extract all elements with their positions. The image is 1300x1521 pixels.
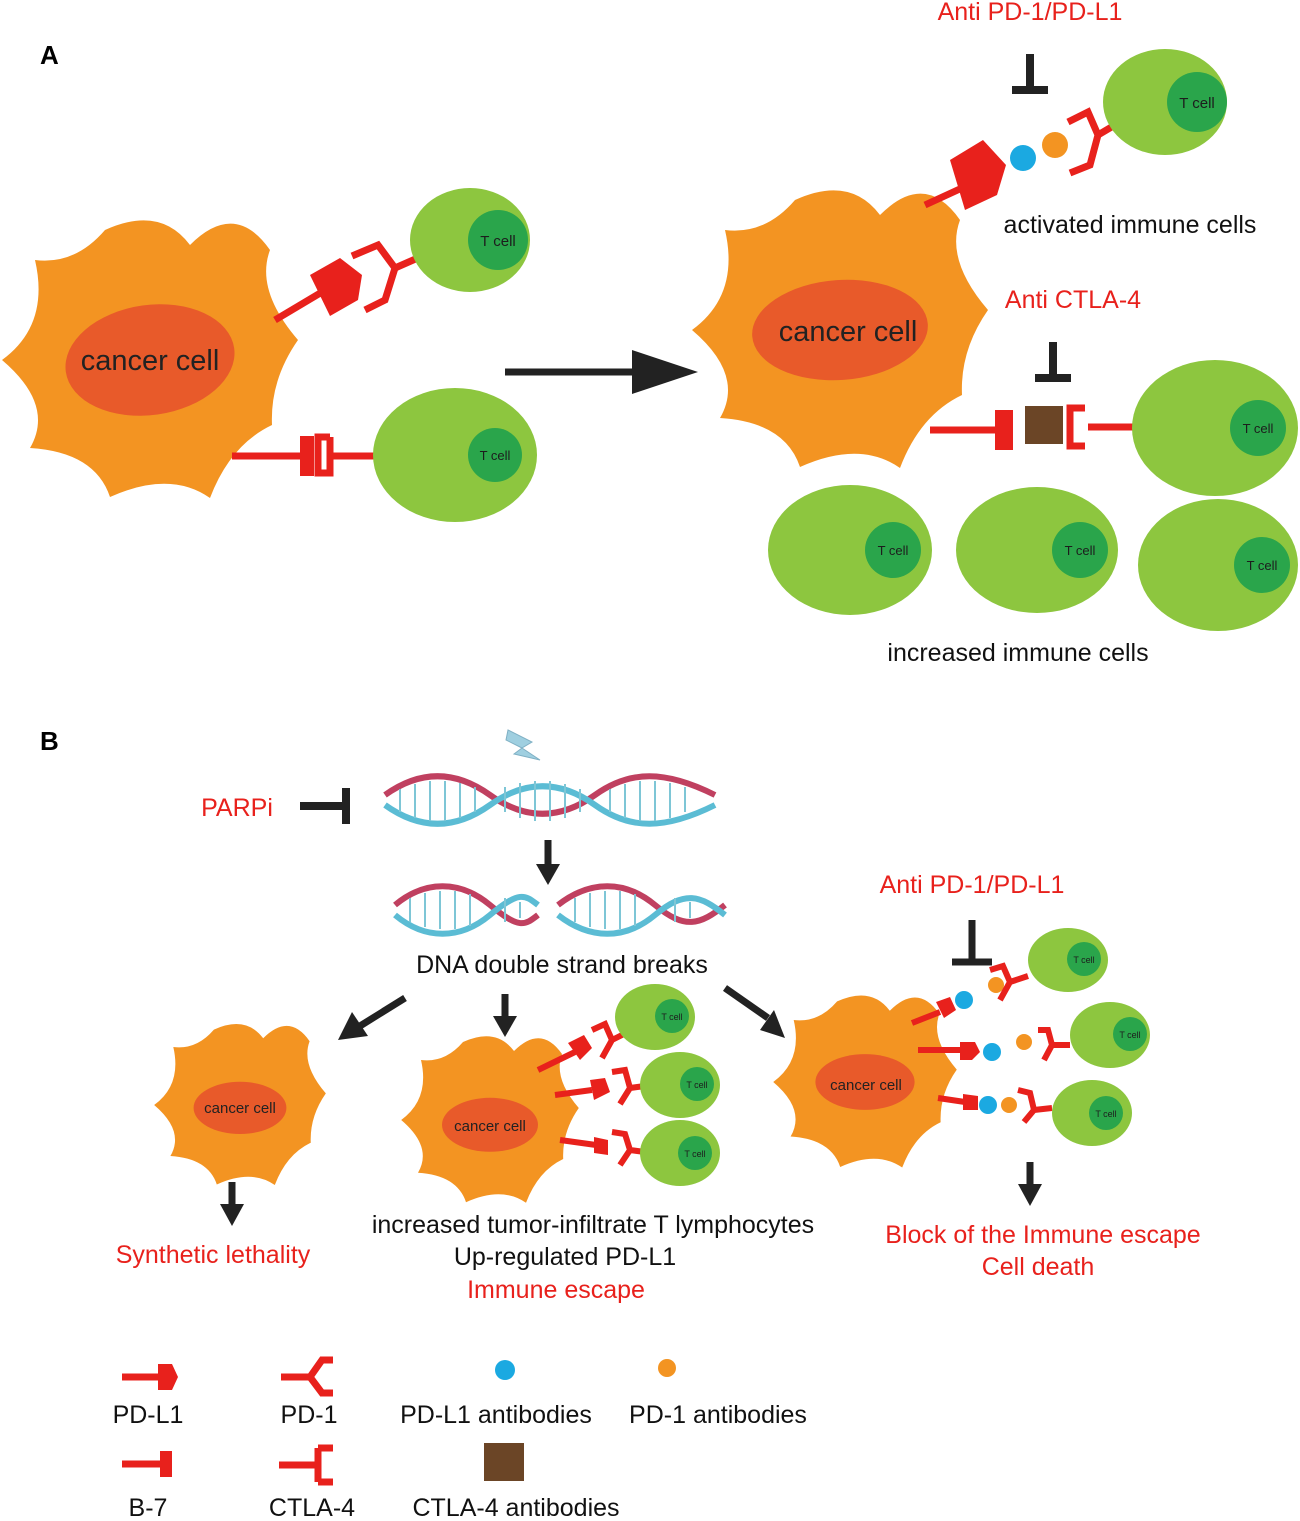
t-cell-label: T cell [1179, 95, 1215, 112]
arrow-down-right-icon [722, 985, 785, 1038]
legend-b7-label: B-7 [129, 1494, 168, 1521]
inhibit-icon [1035, 342, 1071, 378]
cancer-cell-label: cancer cell [830, 1077, 902, 1094]
t-cell-label: T cell [686, 1080, 707, 1090]
b7-ctla4-blocked-a [930, 404, 1135, 450]
t-cell-b-middle-2: T cell [640, 1052, 720, 1118]
pdl1-pd1-binding-a-left [273, 240, 422, 324]
activated-immune-cells-label: activated immune cells [1004, 211, 1257, 239]
t-cell-label: T cell [661, 1012, 682, 1022]
t-cell-label: T cell [1119, 1030, 1140, 1040]
pd1-legend-icon [281, 1356, 333, 1397]
legend-ctla4-antibodies-label: CTLA-4 antibodies [412, 1494, 619, 1521]
lightning-icon [505, 729, 541, 761]
t-cell-label: T cell [1243, 421, 1274, 436]
t-cell-a-activated: T cell [1103, 49, 1227, 155]
t-cell-a-row-3: T cell [1138, 499, 1298, 631]
cancer-cell-label: cancer cell [204, 1100, 276, 1117]
pdl1-blocked-b-3 [937, 1087, 1053, 1124]
t-cell-label: T cell [480, 448, 511, 463]
t-cell-a-right-ctla: T cell [1132, 360, 1298, 496]
t-cell-label: T cell [1073, 955, 1094, 965]
immune-escape-label: Immune escape [467, 1276, 645, 1304]
legend-pdl1-antibodies-label: PD-L1 antibodies [400, 1401, 592, 1429]
pdl1-blocked-b-1 [910, 962, 1029, 1026]
arrow-right-icon [505, 350, 698, 394]
t-cell-b-middle-3: T cell [640, 1120, 720, 1186]
t-cell-a-row-1: T cell [768, 485, 932, 615]
inhibit-icon [300, 788, 350, 824]
pdl1-legend-icon [122, 1364, 178, 1390]
pdl1-antibody-legend-icon [495, 1360, 515, 1380]
dna-double-strand-breaks-label: DNA double strand breaks [416, 951, 708, 979]
increased-immune-cells-label: increased immune cells [887, 639, 1148, 667]
t-cell-a-left-top: T cell [410, 188, 530, 292]
t-cell-b-right-1: T cell [1028, 928, 1108, 992]
cancer-cell-a-left: cancer cell [2, 220, 298, 498]
t-cell-b-right-2: T cell [1070, 1002, 1150, 1068]
ctla4-antibody [1025, 406, 1063, 444]
increased-tils-label: increased tumor-infiltrate T lymphocytes [372, 1211, 814, 1239]
t-cell-b-middle-1: T cell [615, 984, 695, 1050]
t-cell-a-row-2: T cell [956, 487, 1118, 613]
arrow-down-icon [493, 994, 517, 1037]
t-cell-b-right-3: T cell [1052, 1080, 1132, 1146]
cancer-cell-b-left [154, 1024, 326, 1186]
cancer-cell-label: cancer cell [779, 316, 918, 348]
panel-b-label: B [40, 726, 59, 756]
cancer-cell-label: cancer cell [81, 345, 220, 377]
ctla4-legend-icon [279, 1444, 333, 1486]
legend-ctla4-label: CTLA-4 [269, 1494, 355, 1521]
cancer-cell-b-right [773, 995, 957, 1168]
t-cell-label: T cell [1065, 543, 1096, 558]
t-cell-label: T cell [878, 543, 909, 558]
inhibit-icon [952, 920, 992, 966]
pdl1-blocked-b-2 [918, 1027, 1070, 1062]
dna-helix-icon [383, 773, 717, 827]
arrow-down-left-icon [338, 995, 407, 1040]
pdl1-blocked-a [923, 107, 1122, 210]
cancer-cell-b-middle [401, 1036, 579, 1203]
b7-legend-icon [122, 1451, 172, 1477]
ctla4-antibody-legend-icon [484, 1443, 524, 1481]
upregulated-pdl1-label: Up-regulated PD-L1 [454, 1243, 676, 1271]
pd1-antibody-legend-icon [658, 1359, 676, 1377]
b7-ctla4-binding-a-left [232, 433, 380, 477]
t-cell-a-left-bottom: T cell [373, 388, 537, 522]
legend: PD-L1 PD-1 PD-L1 antibodies PD-1 antibod… [113, 1356, 807, 1521]
inhibit-icon [1012, 54, 1048, 90]
legend-pd1-label: PD-1 [281, 1401, 338, 1429]
t-cell-label: T cell [480, 233, 516, 250]
anti-ctla4-label-a: Anti CTLA-4 [1005, 286, 1141, 314]
panel-a-label: A [40, 40, 59, 70]
cancer-cell-a-right: cancer cell [692, 190, 988, 468]
t-cell-label: T cell [684, 1149, 705, 1159]
arrow-down-icon [220, 1182, 244, 1226]
cancer-cell-label: cancer cell [454, 1118, 526, 1135]
arrow-down-icon [536, 840, 560, 885]
legend-pdl1-label: PD-L1 [113, 1401, 184, 1429]
cell-death-label: Cell death [982, 1253, 1095, 1281]
anti-pd1-pdl1-label-a: Anti PD-1/PD-L1 [938, 0, 1123, 26]
block-immune-escape-label: Block of the Immune escape [885, 1221, 1200, 1249]
pdl1-pd1-binding-b-middle-1 [536, 1019, 630, 1073]
broken-dna-helix-icon [393, 883, 727, 937]
parpi-label: PARPi [201, 794, 273, 822]
synthetic-lethality-label: Synthetic lethality [116, 1241, 311, 1269]
anti-pd1-pdl1-label-b: Anti PD-1/PD-L1 [880, 871, 1065, 899]
legend-pd1-antibodies-label: PD-1 antibodies [629, 1401, 807, 1429]
t-cell-label: T cell [1247, 558, 1278, 573]
pdl1-pd1-binding-b-middle-3 [559, 1129, 646, 1167]
t-cell-label: T cell [1095, 1109, 1116, 1119]
arrow-down-icon [1018, 1162, 1042, 1206]
